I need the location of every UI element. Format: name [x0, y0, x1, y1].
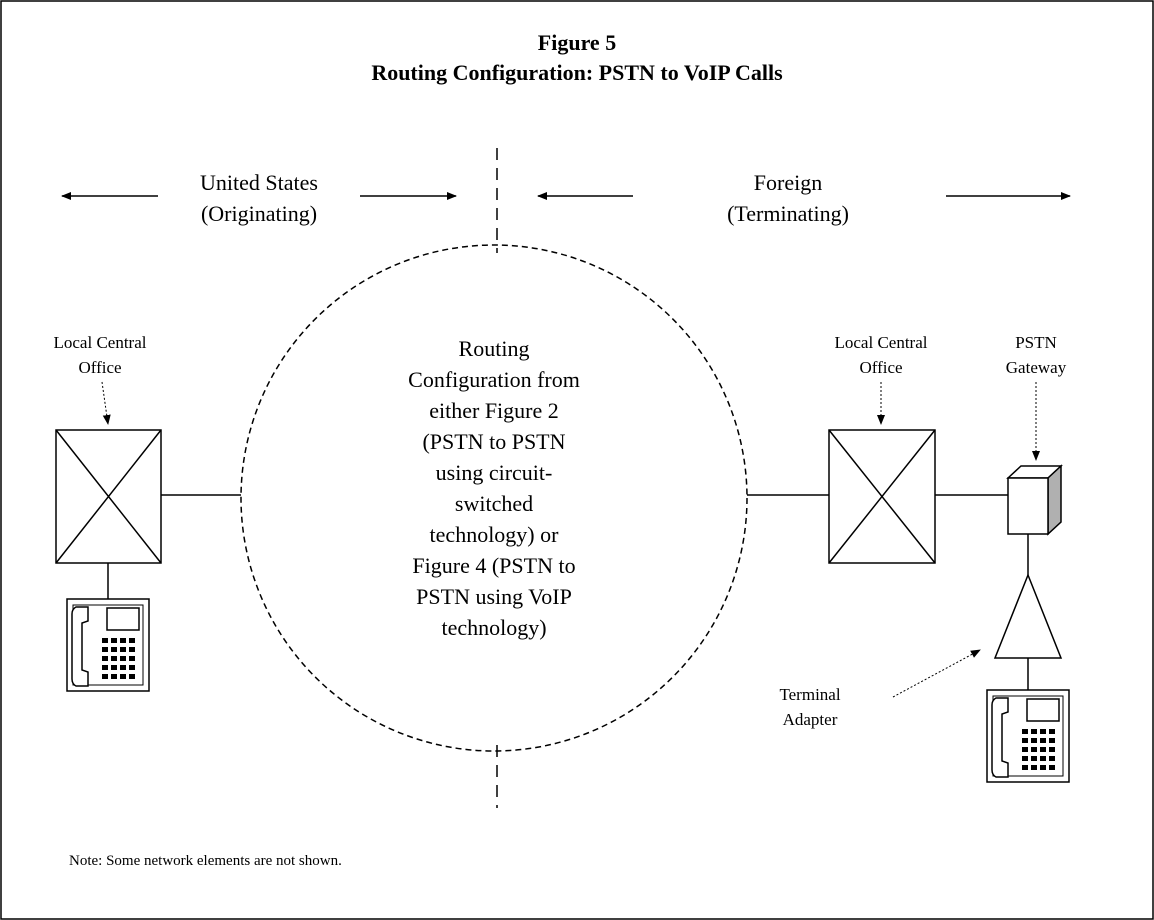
adapter-label-2: Adapter [783, 710, 838, 729]
center-line: either Figure 2 [429, 398, 559, 423]
gateway-label: PSTN [1015, 333, 1057, 352]
center-line: using circuit- [436, 460, 553, 485]
routing-cloud [240, 244, 748, 752]
foreign-region-label: Foreign [754, 170, 822, 195]
foreign-office-label-2: Office [859, 358, 902, 377]
center-line: technology) [441, 615, 546, 640]
center-line: Configuration from [408, 367, 580, 392]
center-line: technology) or [430, 522, 560, 547]
adapter-pointer [892, 649, 981, 698]
figure-number: Figure 5 [538, 30, 616, 55]
terminal-adapter-icon [993, 572, 1063, 659]
us-region-sublabel: (Originating) [201, 201, 317, 226]
foreign-region-sublabel: (Terminating) [727, 201, 849, 226]
center-line: Routing [459, 336, 530, 361]
footnote: Note: Some network elements are not show… [69, 853, 342, 869]
foreign-office-label: Local Central [835, 333, 928, 352]
figure-title: Routing Configuration: PSTN to VoIP Call… [371, 60, 783, 85]
us-office-pointer [101, 381, 111, 425]
adapter-label: Terminal [779, 685, 840, 704]
foreign-switch-icon [828, 429, 936, 564]
us-region-label: United States [200, 170, 318, 195]
us-switch-icon [55, 429, 162, 564]
us-office-label: Local Central [54, 333, 147, 352]
us-office-label-2: Office [78, 358, 121, 377]
center-line: Figure 4 (PSTN to [412, 553, 575, 578]
us-telephone-icon [66, 598, 150, 692]
foreign-telephone-icon [986, 689, 1070, 783]
center-line: switched [455, 491, 533, 516]
center-line: (PSTN to PSTN [422, 429, 565, 454]
gateway-icon [1006, 464, 1063, 536]
center-line: PSTN using VoIP [416, 584, 572, 609]
gateway-label-2: Gateway [1006, 358, 1067, 377]
routing-cloud-text: Routing Configuration from either Figure… [408, 336, 580, 640]
